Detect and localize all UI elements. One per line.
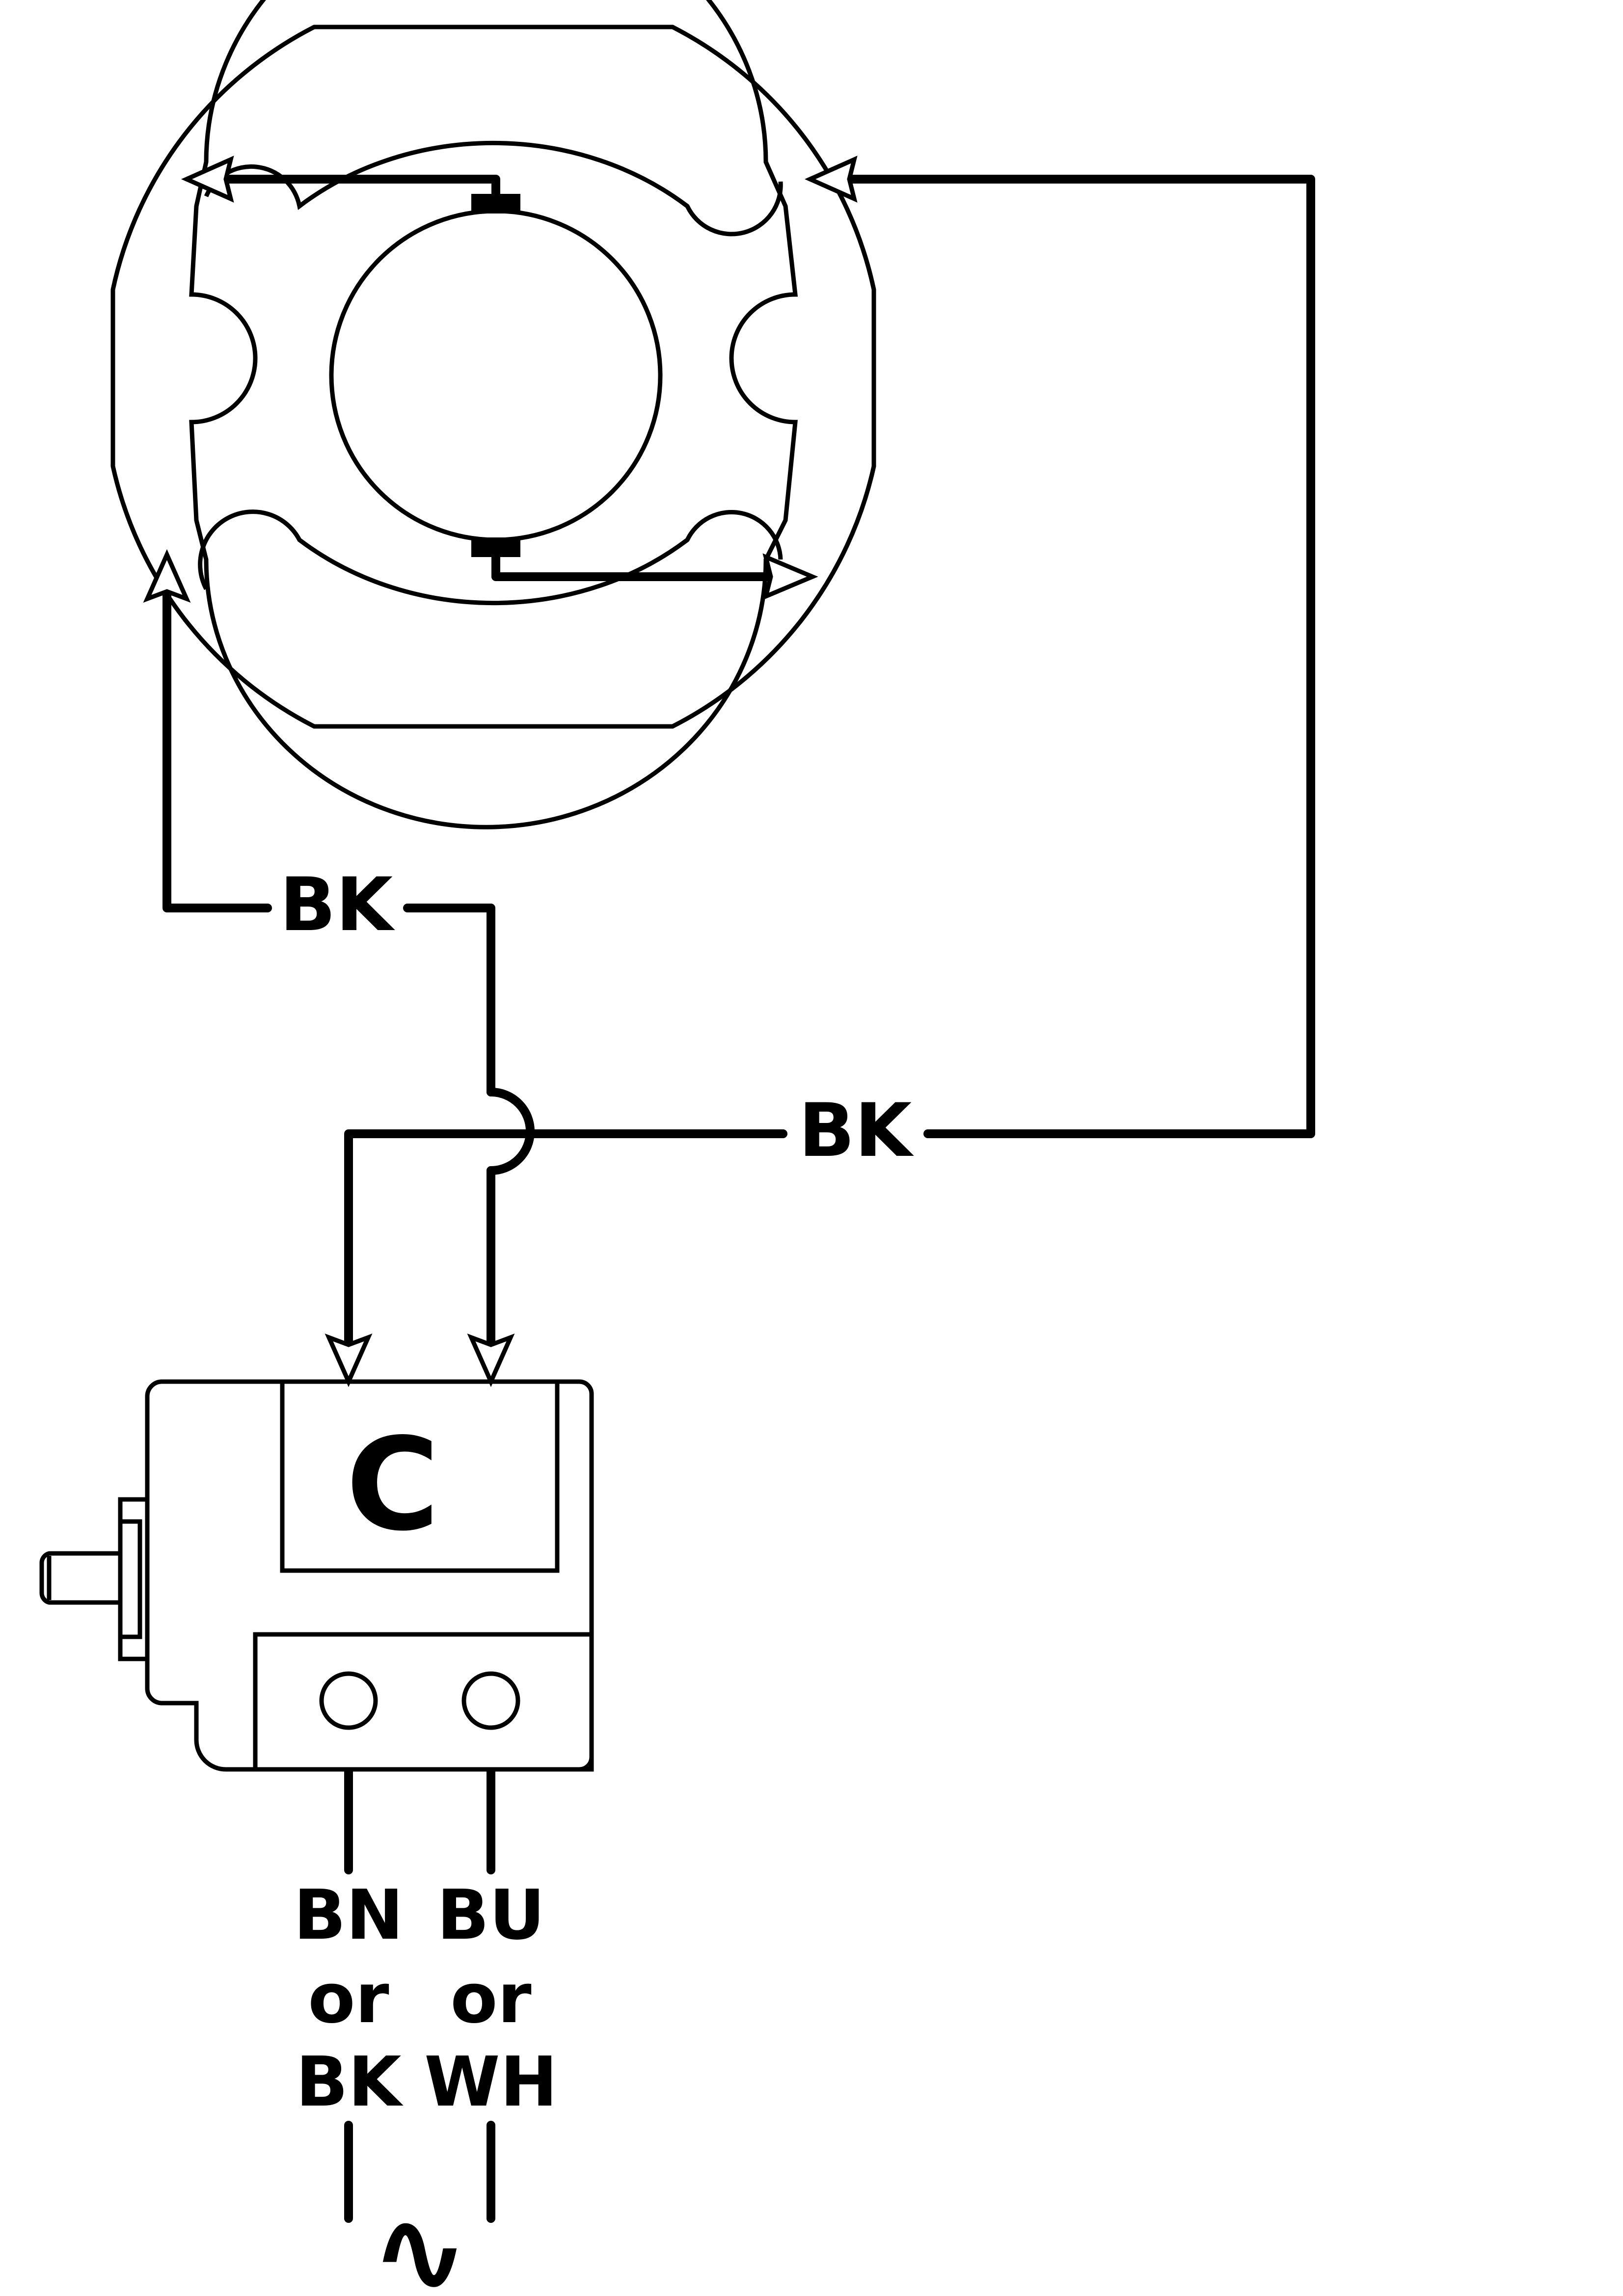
- wire-label-right: BK: [799, 1088, 914, 1174]
- wire-right-bk-continue: [344, 1129, 787, 1369]
- supply-2-line-1: BU: [437, 1875, 545, 1955]
- motor-internal-leads: [201, 175, 795, 581]
- supply-1-line-3: BK: [296, 2042, 404, 2122]
- stator-lamination: [189, 0, 798, 829]
- capacitor-terminal-block: [253, 1632, 594, 1772]
- motor-lead-arrowheads: [181, 156, 818, 600]
- capacitor-symbol: C: [346, 1411, 440, 1559]
- rotor-terminal-top: [471, 194, 520, 214]
- arrow-down-cap-right-icon: [467, 1334, 515, 1388]
- pole-slot-upper: [204, 140, 783, 237]
- arrow-up-left-icon: [143, 549, 191, 603]
- arrow-right-bottom-icon: [762, 553, 818, 600]
- capacitor-terminal-1: [319, 1671, 378, 1730]
- wire-left-bk-continue: [403, 904, 495, 1096]
- capacitor-mount-inner: [118, 1519, 142, 1639]
- supply-terminal-2-label: BU or WH: [424, 1875, 558, 2122]
- capacitor-terminal-2: [461, 1671, 520, 1730]
- capacitor-label-window: [280, 1379, 560, 1573]
- supply-terminal-1-label: BN or BK: [294, 1875, 404, 2122]
- wire-left-bk: [162, 585, 272, 912]
- motor: [110, 0, 876, 829]
- pole-slot-lower: [198, 509, 783, 606]
- supply-2-line-3: WH: [424, 2042, 558, 2122]
- capacitor-mount-stud: [39, 1551, 120, 1605]
- ac-supply-symbol: ∿: [370, 2183, 469, 2296]
- supply-1-line-1: BN: [294, 1875, 404, 1955]
- arrow-left-right-icon: [804, 156, 858, 203]
- wire-label-left: BK: [280, 862, 395, 948]
- rotor: [329, 209, 663, 542]
- arrow-down-cap-left-icon: [325, 1334, 373, 1388]
- lead-bottom: [491, 557, 795, 581]
- rotor-terminal-bottom: [471, 537, 520, 557]
- capacitor: [39, 1379, 594, 1772]
- supply-2-line-2: or: [450, 1959, 531, 2039]
- arrow-left-top-icon: [181, 156, 234, 203]
- external-wires: [162, 175, 1315, 2223]
- wire-arrowheads: [143, 156, 858, 1388]
- lead-top: [201, 175, 500, 194]
- supply-1-line-2: or: [308, 1959, 389, 2039]
- capacitor-body: [145, 1379, 594, 1772]
- wire-right-bk: [845, 175, 1315, 1138]
